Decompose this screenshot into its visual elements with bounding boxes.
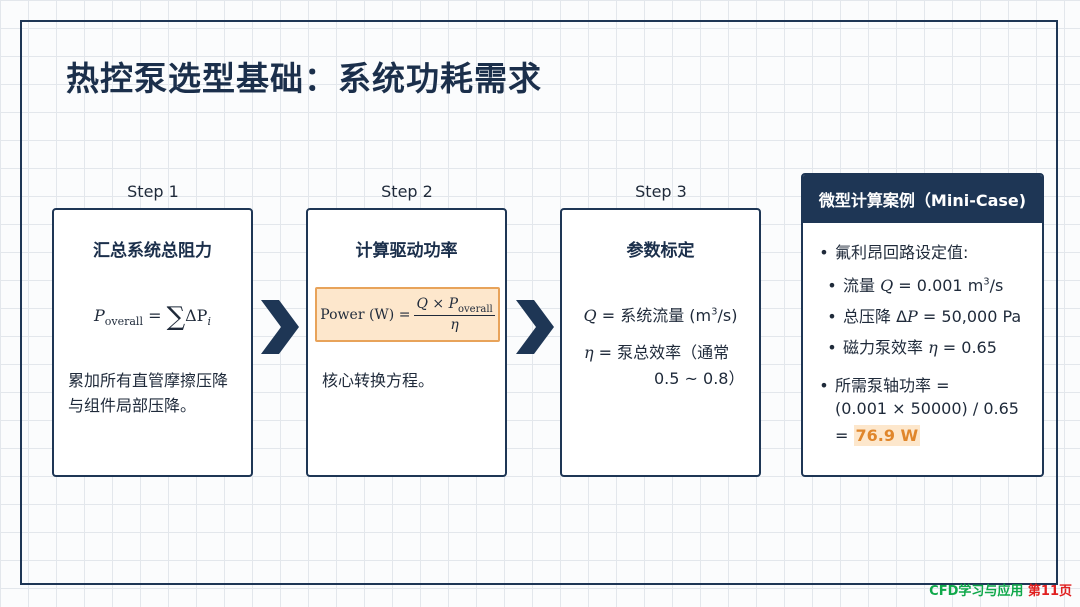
case-efficiency-label: 磁力泵效率 bbox=[843, 338, 929, 357]
formula-operator: = bbox=[148, 306, 162, 325]
power-fraction: Q × Poverall η bbox=[414, 295, 495, 334]
step-3-label: Step 3 bbox=[635, 182, 687, 201]
slide-frame bbox=[20, 20, 1058, 585]
flow-unit-exponent: 3 bbox=[983, 276, 990, 288]
footer-brand: CFD学习与应用 bbox=[929, 584, 1024, 599]
step-1-label: Step 1 bbox=[127, 182, 179, 201]
power-fraction-denominator: η bbox=[450, 317, 459, 334]
sum-symbol: ∑ bbox=[166, 302, 186, 332]
chevron-right-icon bbox=[261, 300, 299, 354]
result-value: 76.9 W bbox=[853, 425, 921, 446]
mini-case-card: 微型计算案例（Mini-Case) • 氟利昂回路设定值: • 流量 Q = 0.0… bbox=[801, 173, 1044, 477]
power-formula-lhs: Power (W) = bbox=[320, 306, 411, 323]
formula-lhs: P bbox=[94, 306, 105, 325]
flow-symbol: Q bbox=[416, 295, 428, 312]
flow-symbol: Q bbox=[583, 306, 597, 325]
case-line-pressure: • 总压降 ΔP = 50,000 Pa bbox=[821, 303, 1042, 327]
chevron-right-icon bbox=[516, 300, 554, 354]
bullet: • bbox=[827, 338, 837, 357]
step-1-heading: 汇总系统总阻力 bbox=[93, 241, 212, 261]
efficiency-definition: η = 泵总效率（通常 bbox=[584, 339, 759, 363]
case-line-result: = 76.9 W bbox=[835, 425, 1042, 446]
step-1-formula: Poverall = ∑ΔPi bbox=[54, 302, 251, 332]
page-title: 热控泵选型基础：系统功耗需求 bbox=[66, 59, 542, 98]
step-2-label: Step 2 bbox=[381, 182, 433, 201]
step-1-description: 累加所有直管摩擦压降 与组件局部压降。 bbox=[68, 368, 241, 418]
case-pressure-label: 总压降 Δ bbox=[843, 307, 908, 326]
flow-unit-tail: /s bbox=[989, 276, 1004, 295]
step-1-card: 汇总系统总阻力 Poverall = ∑ΔPi 累加所有直管摩擦压降 与组件局部… bbox=[52, 208, 253, 477]
formula-rhs: ΔP bbox=[185, 306, 208, 325]
case-line5-text: 所需泵轴功率 = bbox=[835, 376, 950, 395]
flow-unit-tail: /s) bbox=[717, 306, 738, 325]
efficiency-symbol: η bbox=[584, 343, 594, 362]
step-2-description: 核心转换方程。 bbox=[322, 371, 435, 390]
power-fraction-numerator: Q × Poverall bbox=[414, 295, 495, 317]
case-flow-value: = 0.001 m bbox=[893, 276, 984, 295]
pressure-subscript: overall bbox=[458, 303, 493, 315]
bullet: • bbox=[819, 376, 829, 395]
case-line-flow: • 流量 Q = 0.001 m3/s bbox=[821, 272, 1042, 296]
case-efficiency-value: = 0.65 bbox=[937, 338, 997, 357]
flow-unit-exponent: 3 bbox=[711, 306, 718, 318]
power-formula-highlight: Power (W) = Q × Poverall η bbox=[315, 287, 500, 342]
step-1-text-line1: 累加所有直管摩擦压降 bbox=[68, 371, 229, 390]
efficiency-range: 0.5 ~ 0.8） bbox=[654, 369, 745, 388]
step-1-text-line2: 与组件局部压降。 bbox=[68, 396, 197, 415]
bullet: • bbox=[827, 307, 837, 326]
case-line-efficiency: • 磁力泵效率 η = 0.65 bbox=[821, 334, 1042, 358]
bullet: • bbox=[827, 276, 837, 295]
case-line-calculation: (0.001 × 50000) / 0.65 bbox=[835, 399, 1019, 418]
mini-case-heading: 微型计算案例（Mini-Case) bbox=[803, 175, 1042, 223]
flow-symbol: Q bbox=[880, 276, 894, 295]
formula-lhs-sub: overall bbox=[104, 315, 143, 329]
step-2-heading: 计算驱动功率 bbox=[355, 241, 458, 261]
case-flow-label: 流量 bbox=[843, 276, 881, 295]
case-line1-text: 氟利昂回路设定值: bbox=[835, 243, 969, 262]
step-2-card: 计算驱动功率 Power (W) = Q × Poverall η 核心转换方程… bbox=[306, 208, 507, 477]
bullet: • bbox=[819, 243, 829, 262]
flow-definition: Q = 系统流量 (m3/s) bbox=[562, 302, 759, 326]
step-3-heading: 参数标定 bbox=[626, 241, 695, 261]
page-number: 第11页 bbox=[1027, 584, 1072, 599]
formula-rhs-sub: i bbox=[207, 315, 211, 329]
flow-definition-text: = 系统流量 (m bbox=[596, 306, 712, 325]
times-symbol: × bbox=[427, 295, 449, 312]
case-line-setpoints: • 氟利昂回路设定值: bbox=[813, 239, 1042, 263]
step-3-card: 参数标定 Q = 系统流量 (m3/s) η = 泵总效率（通常 0.5 ~ 0… bbox=[560, 208, 761, 477]
case-pressure-value: = 50,000 Pa bbox=[917, 307, 1022, 326]
equals-sign: = bbox=[835, 426, 854, 445]
pressure-symbol: P bbox=[448, 295, 458, 312]
efficiency-definition-text: = 泵总效率（通常 bbox=[593, 343, 730, 362]
case-line-shaft-power: • 所需泵轴功率 = bbox=[813, 372, 1042, 396]
efficiency-symbol: η bbox=[928, 338, 938, 357]
pressure-symbol: P bbox=[907, 307, 918, 326]
page-footer: CFD学习与应用 第11页 bbox=[929, 580, 1072, 599]
